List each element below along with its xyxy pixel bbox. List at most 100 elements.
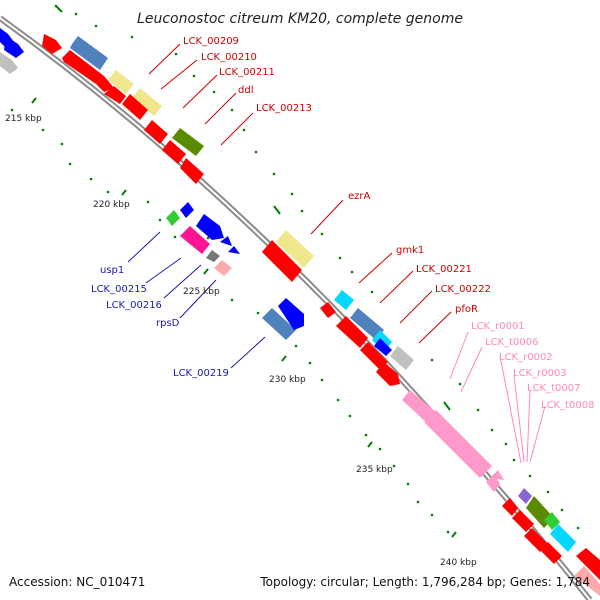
leader-line (358, 252, 393, 284)
tick-mark (55, 5, 63, 13)
leader-line (163, 264, 202, 299)
gene-label: LCK_t0006 (485, 337, 538, 348)
trna-block (490, 470, 504, 480)
gene-label: LCK_t0008 (541, 400, 594, 411)
gene-block (180, 226, 210, 254)
gene-block (262, 240, 302, 282)
gene-label: LCK_00215 (91, 284, 147, 295)
gene-arrow (0, 52, 18, 74)
tick-label-235: 235 kbp (356, 465, 393, 475)
rrna-block (424, 410, 492, 478)
gene-arrow (104, 86, 126, 104)
genome-summary-text: Topology: circular; Length: 1,796,284 bp… (259, 575, 590, 589)
gene-label: LCK_00210 (201, 52, 257, 63)
gene-block (334, 290, 354, 310)
gene-arrow (180, 202, 194, 218)
gene-label: LCK_00216 (106, 300, 162, 311)
gene-arrow (180, 158, 204, 184)
tick-label-220: 220 kbp (93, 200, 130, 210)
gene-block (576, 548, 600, 580)
gene-block (544, 512, 560, 530)
gene-block (390, 346, 414, 370)
leader-line (127, 231, 161, 263)
leader-line (449, 331, 469, 380)
gene-label: rpsD (156, 318, 180, 329)
gene-block (122, 94, 148, 120)
leader-line (499, 355, 522, 464)
leader-line (230, 336, 266, 369)
gene-block (262, 308, 296, 340)
scale-dots (10, 4, 580, 534)
leader-line (179, 279, 217, 319)
tick-labels: 215 kbp 220 kbp 225 kbp 230 kbp 235 kbp … (5, 114, 477, 568)
tick-mark (451, 531, 457, 538)
gene-arrow (220, 236, 232, 246)
leader-line (182, 74, 218, 109)
gene-arrow (42, 34, 62, 54)
leader-line (204, 92, 237, 125)
gene-block (70, 36, 108, 70)
leader-line (529, 405, 546, 463)
tick-mark (443, 401, 451, 411)
gene-label: LCK_00219 (173, 368, 229, 379)
gene-label: LCK_00222 (435, 284, 491, 295)
gene-block (196, 214, 224, 240)
leader-lines (127, 43, 546, 464)
gene-arrow (228, 246, 240, 254)
gene-label: LCK_00213 (256, 103, 312, 114)
gene-arrow (376, 362, 400, 386)
gene-arrow (502, 498, 518, 516)
gene-arrow (4, 36, 24, 58)
gene-label: LCK_t0007 (527, 383, 580, 394)
leader-line (379, 270, 414, 304)
gene-block (518, 488, 532, 504)
tick-mark (203, 268, 209, 275)
tick-mark (367, 441, 373, 448)
gene-block (512, 510, 534, 532)
gene-block (108, 70, 134, 94)
gene-block (206, 250, 220, 262)
gene-label: LCK_00221 (416, 264, 472, 275)
gene-arrow (320, 302, 336, 318)
gene-labels: LCK_00209 LCK_00210 LCK_00211 ddl LCK_00… (91, 36, 594, 411)
gene-label: LCK_00209 (183, 36, 239, 47)
leader-line (160, 59, 198, 90)
gene-arrow-head (96, 76, 114, 92)
leader-line (220, 112, 254, 146)
gene-arrow (540, 542, 562, 564)
gene-label: LCK_r0002 (499, 352, 553, 363)
gene-label: LCK_r0001 (471, 321, 525, 332)
gene-block (166, 210, 180, 226)
gene-block (524, 528, 548, 552)
tick-label-230: 230 kbp (269, 375, 306, 385)
gene-block (144, 120, 168, 144)
gene-label: LCK_00211 (219, 67, 275, 78)
leader-line (310, 199, 344, 235)
gene-block (374, 338, 392, 356)
gene-label: LCK_r0003 (513, 368, 567, 379)
gene-block (172, 128, 204, 156)
gene-block (360, 342, 388, 370)
accession-text: Accession: NC_010471 (9, 575, 145, 589)
leader-line (145, 257, 182, 284)
leader-line (513, 374, 525, 463)
map-title: Leuconostoc citreum KM20, complete genom… (137, 11, 463, 27)
gene-block (550, 524, 576, 552)
leader-line (418, 311, 452, 344)
gene-label: ddl (238, 85, 253, 96)
leader-line (460, 346, 483, 393)
gene-block (574, 566, 600, 596)
gene-block (132, 88, 162, 116)
tick-label-225: 225 kbp (183, 287, 220, 297)
tick-mark (273, 205, 281, 215)
leader-line (526, 389, 531, 463)
tick-mark (121, 189, 127, 196)
gene-block (336, 316, 368, 348)
gene-block (350, 308, 384, 340)
scale-ticks (31, 5, 457, 538)
gene-features (0, 28, 600, 596)
tick-label-240: 240 kbp (440, 558, 477, 568)
leader-line (148, 43, 181, 75)
